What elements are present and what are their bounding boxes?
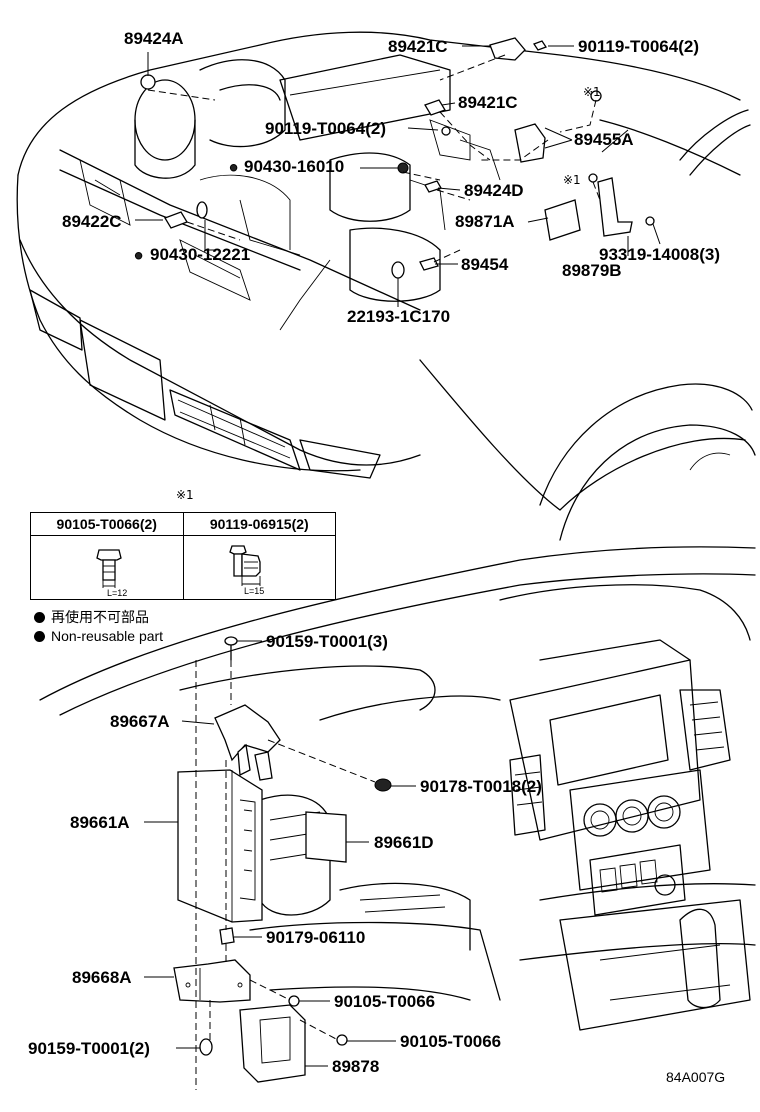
label-90119-T0064-2-mid: 90119-T0064(2): [265, 119, 386, 138]
legend-en: Non-reusable part: [34, 627, 163, 645]
label-90430-16010: 90430-16010: [244, 157, 344, 176]
bullet-icon: [34, 631, 45, 642]
note-mark-top: ※1: [583, 85, 601, 99]
dim-left: L=12: [107, 588, 127, 598]
label-89421C-mid: 89421C: [458, 93, 518, 112]
dashboard-illustration: [39, 546, 756, 1083]
note-mark-mid: ※1: [563, 173, 581, 187]
fastener-table-body: L=12 L=15: [31, 536, 335, 599]
label-93319-14008-3: 93319-14008(3): [599, 245, 720, 264]
table-header-left: 90105-T0066(2): [56, 516, 157, 532]
label-89424A: 89424A: [124, 29, 184, 48]
label-89871A: 89871A: [455, 212, 515, 231]
lower-leaders: [144, 640, 416, 1067]
label-89879B: 89879B: [562, 261, 622, 280]
figure-code: 84A007G: [666, 1069, 725, 1085]
label-90159-T0001-2: 90159-T0001(2): [28, 1039, 150, 1058]
label-89668A: 89668A: [72, 968, 132, 987]
label-89424D: 89424D: [464, 181, 524, 200]
label-89661D: 89661D: [374, 833, 434, 852]
flange-bolt-icon: L=12: [96, 549, 127, 598]
label-22193-1C170: 22193-1C170: [347, 307, 450, 326]
label-89421C-top: 89421C: [388, 37, 448, 56]
non-reusable-dot-12221: ●: [134, 247, 143, 264]
fastener-table: 90105-T0066(2) 90119-06915(2) L=12: [30, 512, 336, 600]
non-reusable-dot-16010: ●: [229, 159, 238, 176]
note-mark-table: ※1: [176, 488, 194, 502]
label-89667A: 89667A: [110, 712, 170, 731]
fastener-table-header: 90105-T0066(2) 90119-06915(2): [31, 513, 335, 536]
bolt-cell-left: L=12: [31, 536, 183, 599]
table-header-right: 90119-06915(2): [182, 513, 336, 535]
lower-dashed-leaders: [195, 660, 376, 1090]
label-89454: 89454: [461, 255, 509, 274]
dim-right: L=15: [244, 586, 264, 596]
label-89661A: 89661A: [70, 813, 130, 832]
label-90159-T0001-3: 90159-T0001(3): [266, 632, 388, 651]
label-90105-T0066-b: 90105-T0066: [400, 1032, 501, 1051]
label-90179-06110: 90179-06110: [266, 928, 365, 947]
bullet-icon: [34, 612, 45, 623]
upper-leaders: [135, 45, 661, 305]
label-89422C: 89422C: [62, 212, 122, 231]
label-90119-T0064-2-top: 90119-T0064(2): [578, 37, 699, 56]
upper-dashed-leaders: [147, 54, 601, 310]
engine-bay-illustration: [16, 31, 756, 541]
legend-en-text: Non-reusable part: [51, 628, 164, 644]
washer-bolt-icon: L=15: [229, 545, 264, 596]
legend-jp: 再使用不可部品: [34, 608, 149, 626]
bolt-cell-right: L=15: [183, 536, 336, 599]
legend-jp-text: 再使用不可部品: [51, 609, 149, 625]
label-89455A: 89455A: [574, 130, 634, 149]
callout-labels: 89424A 89421C 90119-T0064(2) ※1 89421C 9…: [28, 29, 725, 1085]
label-90105-T0066-a: 90105-T0066: [334, 992, 435, 1011]
label-89878: 89878: [332, 1057, 379, 1076]
label-90178-T0018-2: 90178-T0018(2): [420, 777, 542, 796]
label-90430-12221: 90430-12221: [150, 245, 250, 264]
